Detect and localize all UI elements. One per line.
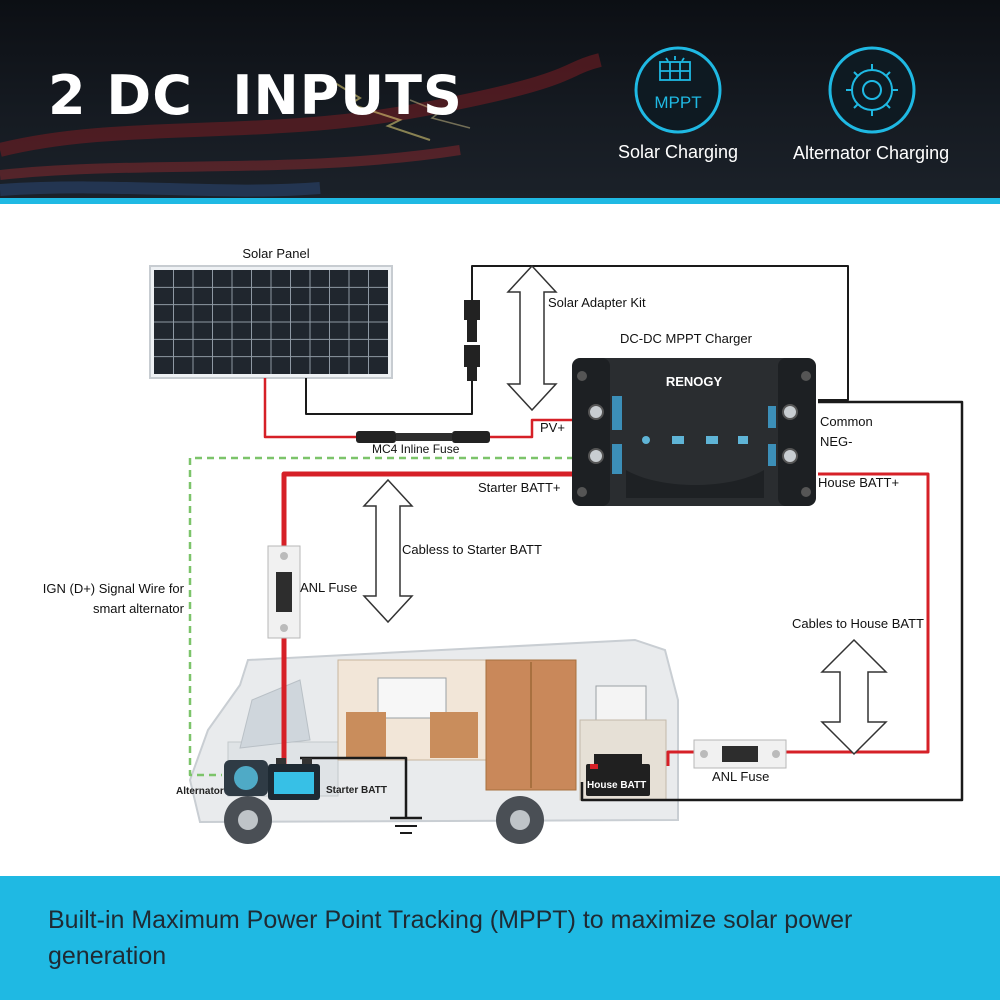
ground-wire — [300, 756, 408, 818]
neg-label: NEG- — [820, 434, 853, 449]
header-banner: 2 DC INPUTS MPPT Solar Charging — [0, 0, 1000, 198]
footer-banner: Built-in Maximum Power Point Tracking (M… — [0, 876, 1000, 1000]
wiring-diagram: Solar Panel — [43, 246, 964, 844]
solar-adapter-arrow — [506, 264, 558, 412]
anl-fuse-left-label: ANL Fuse — [300, 580, 357, 595]
anl-fuse-vertical — [267, 545, 301, 639]
common-negative-wire — [580, 400, 964, 802]
charger-label: DC-DC MPPT Charger — [620, 331, 753, 346]
solar-adapter-wire — [471, 265, 849, 401]
mppt-icon-text: MPPT — [654, 93, 701, 112]
alternator-charging-label: Alternator Charging — [793, 143, 950, 163]
solar-adapter-kit-label: Solar Adapter Kit — [548, 295, 646, 310]
starter-positive-wire — [281, 471, 582, 770]
anl-fuse-horizontal — [693, 739, 787, 769]
charger-brand-logo: RENOGY — [666, 374, 723, 389]
header-accent-bar — [0, 198, 1000, 204]
ign-signal-wire — [188, 456, 574, 777]
anl-fuse-right-label: ANL Fuse — [712, 769, 769, 784]
cables-starter-label: Cabless to Starter BATT — [402, 542, 542, 557]
solar-panel — [149, 265, 393, 379]
solar-mppt-icon: MPPT — [634, 46, 722, 134]
solar-charging-label: Solar Charging — [618, 142, 739, 162]
rv-illustration — [188, 638, 679, 844]
wires — [188, 265, 964, 834]
dc-dc-mppt-charger — [572, 358, 816, 506]
solar-negative-wire — [305, 360, 473, 415]
starter-cables-arrow — [362, 478, 414, 624]
alternator-label: Alternator — [176, 786, 224, 797]
pv-plus-label: PV+ — [540, 420, 565, 435]
starter-batt-plus-label: Starter BATT+ — [478, 480, 560, 495]
house-batt-plus-label: House BATT+ — [818, 475, 899, 490]
headline: 2 DC INPUTS — [48, 64, 463, 127]
alternator — [224, 760, 268, 796]
footer-description: Built-in Maximum Power Point Tracking (M… — [48, 906, 853, 970]
solar-positive-wire — [263, 378, 580, 439]
house-cables-arrow — [820, 638, 888, 756]
house-batt-label: House BATT — [587, 780, 646, 791]
starter-batt-label: Starter BATT — [326, 785, 387, 796]
solar-panel-label: Solar Panel — [242, 246, 309, 261]
house-battery — [586, 754, 650, 796]
mc4-inline-fuse — [356, 431, 490, 443]
mc4-connectors — [464, 300, 480, 381]
alternator-icon — [828, 46, 916, 134]
common-label: Common — [820, 414, 873, 429]
header-background-art — [0, 53, 602, 197]
starter-battery — [268, 758, 320, 800]
ign-signal-label-line1: IGN (D+) Signal Wire for — [43, 581, 185, 596]
cables-house-label: Cables to House BATT — [792, 616, 924, 631]
ign-signal-label-line2: smart alternator — [93, 601, 185, 616]
inline-fuse-label: MC4 Inline Fuse — [372, 442, 460, 456]
